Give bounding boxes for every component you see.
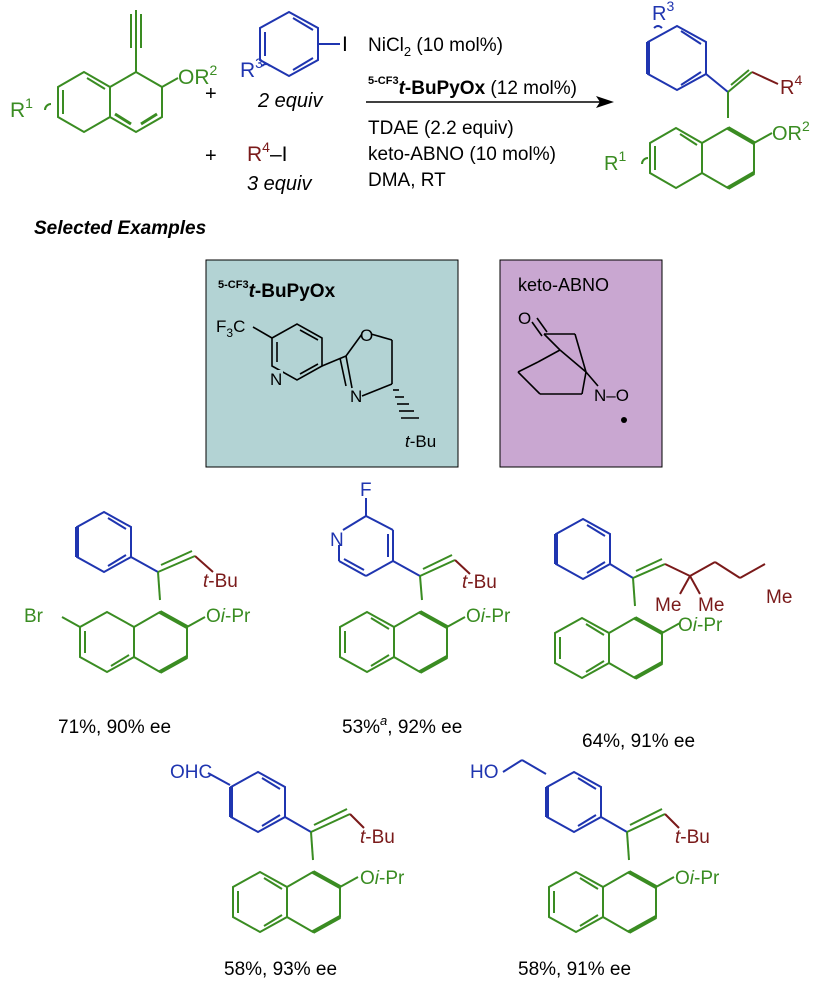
product-or2-label: OR2 — [772, 118, 810, 145]
alkyne-triple-bond — [130, 10, 142, 50]
example-1-oipr: Oi-Pr — [206, 606, 251, 627]
example-2-tbu: t-Bu — [462, 572, 497, 593]
keto-abno-structure — [517, 317, 599, 395]
ligand-box — [205, 259, 459, 468]
example-2-yield: 53%a, 92% ee — [342, 713, 462, 738]
example-3-structure — [554, 517, 766, 680]
example-2-n: N — [330, 530, 344, 551]
oxazoline-ring — [339, 333, 393, 397]
plus-sign: + — [205, 145, 217, 167]
example-4-yield: 58%, 93% ee — [224, 959, 337, 980]
product-r4-label: R4 — [780, 72, 802, 99]
example-2-structure — [338, 498, 471, 674]
example-4-structure — [207, 770, 365, 934]
example-5-oipr: Oi-Pr — [675, 868, 720, 889]
example-3-oipr: Oi-Pr — [678, 615, 723, 636]
hashed-bond — [393, 389, 419, 419]
condition-ligand: 5-CF3t-BuPyOx (12 mol%) — [368, 75, 577, 99]
aryl-iodine-label: I — [342, 33, 348, 56]
aryl-equiv: 2 equiv — [257, 90, 323, 112]
example-3-me-a: Me — [655, 595, 681, 616]
example-5-ho: HO — [470, 762, 499, 783]
oxazoline-n: N — [350, 387, 362, 406]
r3-wavy-bond — [261, 63, 271, 67]
example-1-structure — [61, 510, 214, 674]
condition-nicl2: NiCl2 (10 mol%) — [368, 35, 503, 59]
abno-ketone-o: O — [518, 309, 531, 328]
example-3-me-top: Me — [766, 587, 792, 608]
pyridine-ring — [252, 323, 347, 381]
abno-n-o: N–O — [594, 386, 629, 405]
or2-label: OR2 — [178, 62, 218, 89]
aryl-iodide-ring — [259, 10, 340, 78]
keto-abno-title: keto-ABNO — [518, 275, 609, 295]
example-4-ohc: OHC — [170, 762, 212, 783]
example-2-f: F — [360, 480, 372, 501]
example-4-oipr: Oi-Pr — [360, 868, 405, 889]
radical-dot — [621, 417, 627, 423]
condition-tdae: TDAE (2.2 equiv) — [368, 118, 514, 139]
example-3-me-b: Me — [698, 595, 724, 616]
ligand-box-title: 5-CF3t-BuPyOx — [218, 279, 336, 302]
product-naphthalene — [641, 126, 773, 190]
example-2-oipr: Oi-Pr — [466, 606, 511, 627]
ligand-tbu: t-Bu — [405, 432, 436, 451]
example-1-tbu: t-Bu — [203, 571, 238, 592]
alkyl-iodide-label: R4–I — [247, 139, 287, 166]
keto-abno-box — [499, 259, 663, 468]
example-1-yield: 71%, 90% ee — [58, 717, 171, 738]
example-5-tbu: t-Bu — [675, 827, 710, 848]
example-5-structure — [502, 759, 680, 934]
product-r3-label: R3 — [652, 0, 674, 25]
alkyl-equiv: 3 equiv — [247, 173, 312, 195]
plus-sign: + — [205, 83, 217, 105]
section-title: Selected Examples — [34, 218, 206, 239]
product-r1-label: R1 — [604, 148, 626, 175]
condition-keto-abno: keto-ABNO (10 mol%) — [368, 144, 556, 165]
example-1-br: Br — [24, 606, 44, 627]
oxazoline-o: O — [360, 326, 373, 345]
starting-naphthalene — [44, 50, 179, 134]
condition-solvent: DMA, RT — [368, 170, 446, 191]
r3-label: R3 — [240, 55, 263, 82]
cf3-label: F3C — [216, 317, 245, 340]
r1-label: R1 — [10, 95, 33, 122]
example-5-yield: 58%, 91% ee — [518, 959, 631, 980]
product-aryl-ring — [646, 24, 707, 92]
product-alkene — [705, 69, 779, 118]
example-4-tbu: t-Bu — [360, 827, 395, 848]
example-3-yield: 64%, 91% ee — [582, 731, 695, 752]
pyridine-n: N — [270, 370, 282, 389]
reaction-arrow-head — [596, 96, 614, 108]
